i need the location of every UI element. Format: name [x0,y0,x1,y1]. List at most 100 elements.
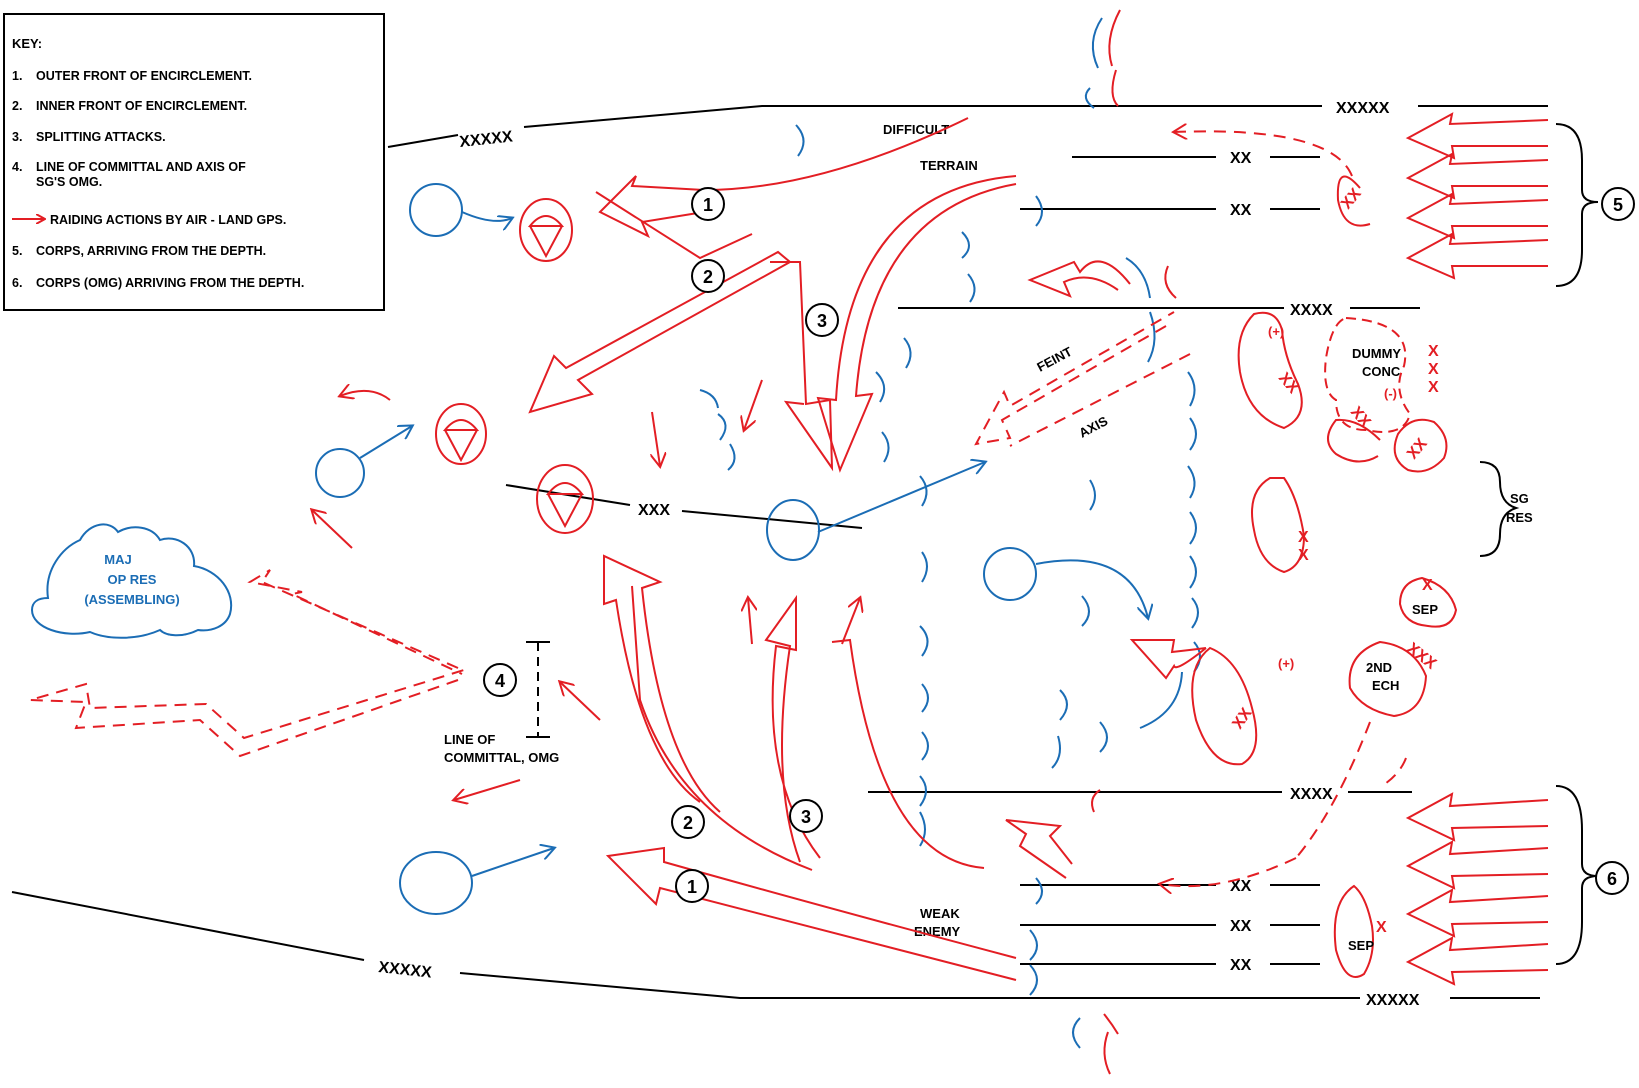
key-item-7-text: CORPS (OMG) ARRIVING FROM THE DEPTH. [36,276,304,290]
unit-sep-top [1398,576,1458,628]
ech-label-1: 2ND [1366,660,1392,675]
friendly-forces [29,9,1549,1075]
marker-3-bottom: 3 [789,799,823,833]
marker-1-bottom: 1 [675,869,709,903]
marker-5: 5 [1601,187,1635,221]
maj-op-res-cloud [30,523,233,639]
svg-text:3: 3 [801,807,811,827]
dummy-xxx-3: X [1428,379,1439,396]
front-label-bottom-right: XXXXX [1366,992,1420,1009]
boundary-labels: XXXXX XXXXX XXXXX XXXXX XXX XXXX XXXX XX… [378,100,1420,1009]
marker-4: 4 [483,663,517,697]
unit-xx-top-right [1237,311,1303,430]
dummy-label-1: DUMMY [1352,346,1401,361]
key-item-4-cont: SG'S OMG. [36,175,102,189]
feint-label: FEINT [1034,344,1074,375]
svg-text:3: 3 [817,311,827,331]
maj-res-line-1: MAJ [104,552,131,567]
maj-res-line-2: OP RES [108,572,157,587]
svg-text:5: 5 [1613,195,1623,215]
unit-label-x-5b: X [1298,547,1309,564]
weak-enemy-label-1: WEAK [920,906,960,921]
terrain-labels: DIFFICULT TERRAIN WEAK ENEMY LINE OF COM… [444,122,1533,939]
unit-xx-mid-right [1251,477,1306,574]
enemy-forces [30,17,1201,1049]
weak-enemy-label-2: ENEMY [914,924,961,939]
key-item-3-text: SPLITTING ATTACKS. [36,130,166,144]
svg-text:2: 2 [703,267,713,287]
enemy-unit-center [766,499,820,561]
marker-1-top: 1 [691,187,725,221]
outer-front-arrow-bottom [605,846,1017,981]
front-label-top-right: XXXXX [1336,100,1390,117]
svg-text:1: 1 [703,195,713,215]
enemy-unit-bottom-arrow [471,848,554,877]
unit-label-xx-top: XX [1338,185,1365,213]
difficult-terrain-label-2: TERRAIN [920,158,978,173]
brace-corps-6 [1555,785,1599,965]
svg-text:1: 1 [687,877,697,897]
airborne-unit-top [519,198,573,262]
omg-axis-dashed [247,569,463,675]
numbered-markers: 1 2 3 4 2 3 1 5 [483,187,1635,903]
sep-label-bottom: SEP [1348,938,1374,953]
front-label-bottom-left: XXXXX [378,959,433,982]
dummy-xxx-2: X [1428,361,1439,378]
brace-sg-res [1479,461,1520,557]
key-item-5-text: RAIDING ACTIONS BY AIR - LAND GPS. [50,213,286,227]
key-item-4-text: LINE OF COMMITTAL AND AXIS OF [36,160,246,174]
inner-front-arrow-2 [528,250,792,414]
key-item-1-num: 1. [12,69,22,83]
maj-res-line-3: (ASSEMBLING) [84,592,179,607]
key-item-1-text: OUTER FRONT OF ENCIRCLEMENT. [36,69,252,83]
enemy-unit-mid [983,547,1037,601]
corps-boundary-label: XXX [638,502,670,519]
enemy-unit-left [315,448,365,498]
feint-labels: FEINT AXIS [1034,344,1110,441]
enemy-unit-center-arrow [817,462,985,533]
sep-x-top: X [1422,577,1433,594]
svg-text:2: 2 [683,813,693,833]
airborne-unit-center [536,464,594,534]
key-item-6-text: CORPS, ARRIVING FROM THE DEPTH. [36,244,266,258]
enemy-unit-mid-arrow [1035,559,1148,618]
front-boundary-bottom-left [11,891,365,961]
difficult-terrain-label-1: DIFFICULT [883,122,949,137]
front-boundary-top-mid [523,105,1322,128]
enemy-unit-bottom [399,851,473,915]
enemy-unit-top [409,183,463,237]
feint-axis-dashed [974,311,1175,446]
unit-label-xx-3: XX [1347,404,1374,432]
outer-front-arrow-top [598,117,969,239]
key-item-2-text: INNER FRONT OF ENCIRCLEMENT. [36,99,247,113]
unit-label-xx-4: XX [1404,435,1431,463]
key-item-2-num: 2. [12,99,22,113]
front-label-top-left: XXXXX [459,128,514,151]
inner-front-arrow-top [595,191,753,260]
plus-label-1: (+) [1268,324,1284,339]
unit-sep-bottom [1333,884,1374,978]
div-label-bottom-1: XX [1230,878,1252,895]
front-boundary-top-left [387,134,459,148]
splitting-arrow-bottom [631,585,813,871]
splitting-arrow-top [770,261,834,472]
div-label-bottom-2: XX [1230,918,1252,935]
enemy-unit-top-arrow [461,211,512,221]
omg-label-1: LINE OF [444,732,495,747]
airborne-unit-left [435,403,487,465]
dummy-xxx-1: X [1428,343,1439,360]
key-legend: KEY: 1. OUTER FRONT OF ENCIRCLEMENT. 2. … [3,13,385,311]
unit-label-xx-2: XX [1275,370,1302,398]
unit-2nd-ech [1348,640,1428,718]
div-label-top-1: XX [1230,150,1252,167]
army-boundary-bottom-label: XXXX [1290,786,1333,803]
svg-text:4: 4 [495,671,505,691]
svg-text:6: 6 [1607,869,1617,889]
key-item-3-num: 3. [12,130,22,144]
marker-3-top: 3 [805,303,839,337]
army-boundary-top-label: XXXX [1290,302,1333,319]
maj-op-res-labels: MAJ OP RES (ASSEMBLING) [84,552,179,607]
inner-front-arrow-bottom [603,554,721,813]
plus-label-2: (+) [1278,656,1294,671]
key-item-7-num: 6. [12,276,22,290]
